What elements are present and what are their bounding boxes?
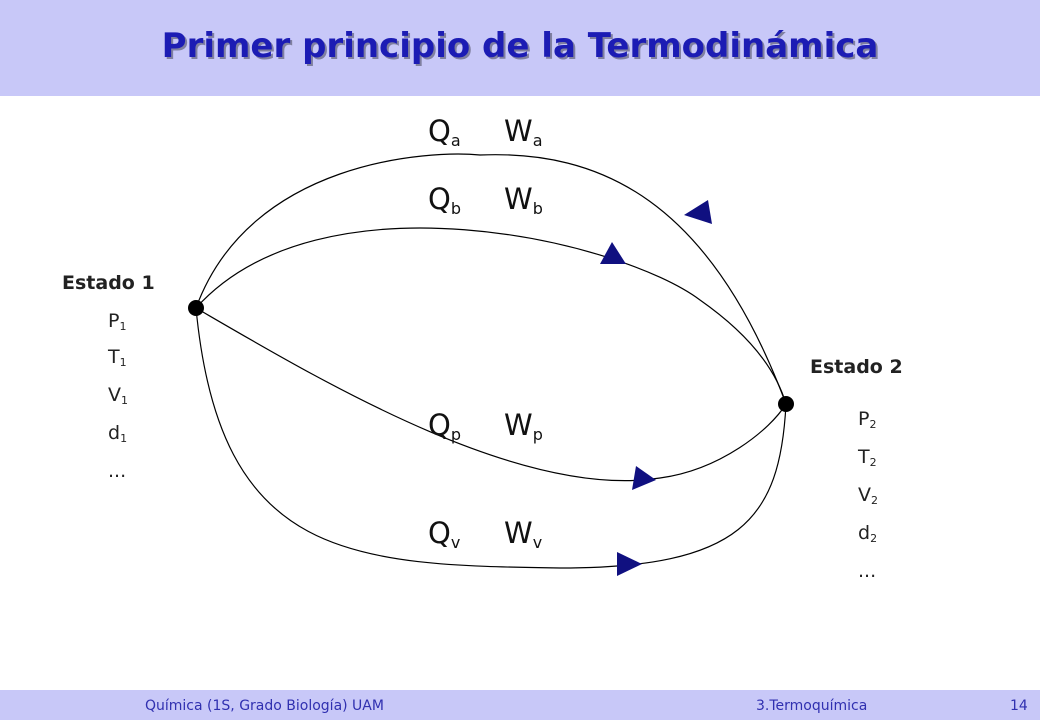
state2-prop-more: ... xyxy=(858,560,877,582)
state2-prop-d: d2 xyxy=(858,522,878,545)
path-a-curve xyxy=(195,153,787,405)
path-v-work-label: Wv xyxy=(504,516,543,552)
path-b-heat-label: Qb xyxy=(428,182,461,218)
state1-prop-t: T1 xyxy=(108,346,127,369)
path-b-curve xyxy=(195,227,787,405)
path-v-arrow-icon xyxy=(617,552,642,576)
state2-point xyxy=(778,396,794,412)
slide-header: Primer principio de la Termodinámica xyxy=(0,0,1040,96)
path-p-heat-label: Qp xyxy=(428,408,461,444)
path-p-arrow-icon xyxy=(632,466,656,490)
slide-title: Primer principio de la Termodinámica xyxy=(161,26,879,66)
state2-prop-p: P2 xyxy=(858,408,877,431)
footer-topic: 3.Termoquímica xyxy=(756,698,868,714)
path-v-curve xyxy=(195,307,787,569)
path-p-curve xyxy=(195,307,787,482)
path-a-work-label: Wa xyxy=(504,114,543,150)
state1-prop-p: P1 xyxy=(108,310,127,333)
path-b-arrow-icon xyxy=(600,242,626,264)
path-a-arrow-icon xyxy=(684,200,712,224)
state1-label: Estado 1 xyxy=(62,272,155,294)
state1-prop-more: ... xyxy=(108,460,127,482)
state2-prop-t: T2 xyxy=(858,446,877,469)
path-a-heat-label: Qa xyxy=(428,114,461,150)
path-b-work-label: Wb xyxy=(504,182,543,218)
path-v-heat-label: Qv xyxy=(428,516,461,552)
state1-prop-d: d1 xyxy=(108,422,128,445)
state1-prop-v: V1 xyxy=(108,384,128,407)
state1-point xyxy=(188,300,204,316)
footer-course: Química (1S, Grado Biología) UAM xyxy=(145,698,384,714)
state2-label: Estado 2 xyxy=(810,356,903,378)
path-p-work-label: Wp xyxy=(504,408,543,444)
footer-page-number: 14 xyxy=(1010,698,1028,714)
state2-prop-v: V2 xyxy=(858,484,878,507)
slide-footer: Química (1S, Grado Biología) UAM 3.Termo… xyxy=(0,690,1040,720)
